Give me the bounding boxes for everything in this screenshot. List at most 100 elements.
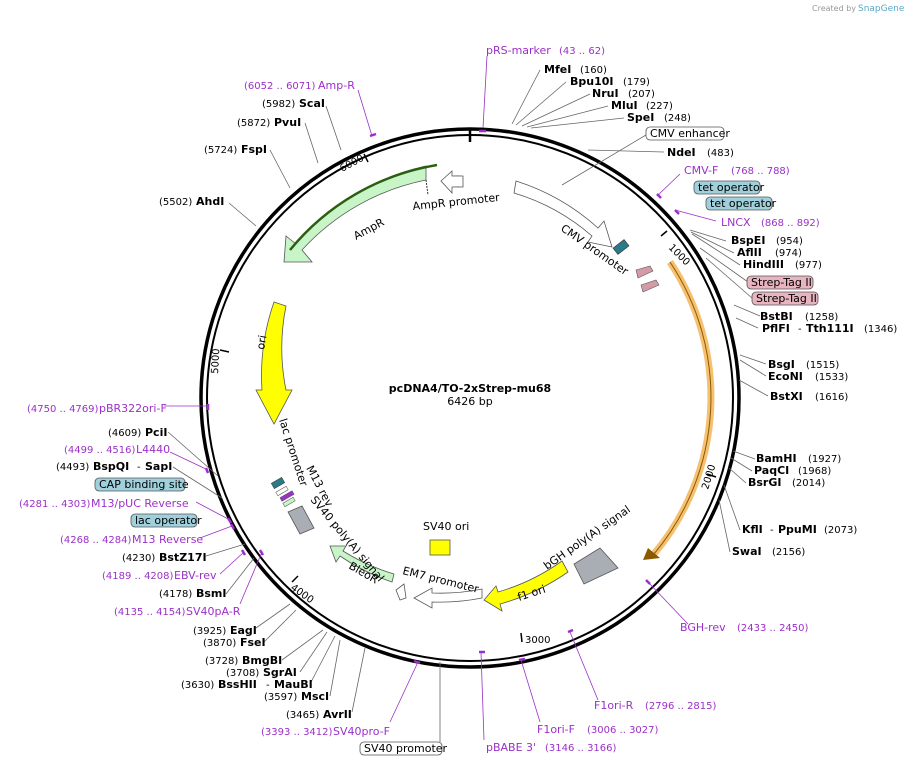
box-cap-binding-site[interactable]: CAP binding site: [94, 477, 189, 492]
box-lac-operator[interactable]: lac operator: [130, 513, 202, 528]
tick-mark-4000: [291, 575, 299, 583]
site-bspqi[interactable]: BspQI: [93, 460, 129, 473]
site-bmgbi[interactable]: BmgBI: [242, 654, 282, 667]
site-bspei[interactable]: BspEI: [731, 234, 765, 247]
site-fspi[interactable]: FspI: [241, 143, 267, 156]
site-hindiii[interactable]: HindIII: [743, 258, 784, 271]
primer-prs-marker[interactable]: pRS-marker: [486, 44, 551, 57]
primer-m13-reverse[interactable]: M13 Reverse: [132, 533, 203, 546]
primer-f1ori-f[interactable]: F1ori-F: [537, 723, 575, 736]
site-pvui[interactable]: PvuI: [274, 116, 301, 129]
cap-site-block[interactable]: [282, 496, 296, 508]
primer-sv40pro-f[interactable]: SV40pro-F: [333, 725, 390, 738]
site-paqci[interactable]: PaqCI: [754, 464, 789, 477]
site-econi[interactable]: EcoNI: [768, 370, 803, 383]
site-avrii[interactable]: AvrII: [323, 708, 352, 721]
site-ndei[interactable]: NdeI: [667, 146, 696, 159]
site-pflfi-sep: -: [798, 324, 802, 335]
site-ahdi[interactable]: AhdI: [196, 195, 224, 208]
site-sgrai[interactable]: SgrAI: [263, 666, 297, 679]
site-econi-pos: (1533): [815, 372, 848, 383]
strep-tag-arrow-1[interactable]: [635, 265, 654, 279]
strep-tag-arrow-2[interactable]: [640, 279, 660, 293]
primer-cmv-f-pos: (768 .. 788): [731, 166, 790, 177]
site-bstz17i[interactable]: BstZ17I: [159, 551, 207, 564]
orf-highlight[interactable]: [651, 260, 715, 557]
box-tet-operator-1[interactable]: tet operator: [693, 180, 765, 195]
site-bsgi[interactable]: BsgI: [768, 358, 795, 371]
site-sapi[interactable]: SapI: [145, 460, 172, 473]
primer-pbabe3[interactable]: pBABE 3': [486, 741, 536, 754]
site-bsrgi[interactable]: BsrGI: [748, 476, 781, 489]
primer-sv40pa-r[interactable]: SV40pA-R: [186, 605, 241, 618]
site-bstz17i-pos: (4230): [122, 553, 155, 564]
sv40-polya-block[interactable]: [287, 505, 315, 535]
primer-ebv-rev[interactable]: EBV-rev: [174, 569, 217, 582]
primer-sv40pro-f-pos: (3393 .. 3412): [261, 727, 333, 738]
primer-ebv-rev-pos: (4189 .. 4208): [102, 571, 174, 582]
ampr-promoter-label: AmpR promoter: [412, 191, 501, 213]
site-bsshii[interactable]: BssHII: [218, 678, 257, 691]
site-tth111i[interactable]: Tth111I: [806, 322, 854, 335]
site-scai[interactable]: ScaI: [299, 97, 325, 110]
ori-arrow[interactable]: [255, 301, 293, 425]
site-maubi[interactable]: MauBI: [274, 678, 313, 691]
site-kfli[interactable]: KflI: [742, 523, 763, 536]
site-mlui[interactable]: MluI: [611, 99, 638, 112]
primer-l4440[interactable]: L4440: [136, 443, 170, 456]
primer-m13puc-reverse[interactable]: M13/pUC Reverse: [91, 497, 189, 510]
box-cmv-enhancer[interactable]: CMV enhancer: [645, 126, 730, 141]
site-bamhi[interactable]: BamHI: [756, 452, 797, 465]
site-mlui-pos: (227): [646, 101, 673, 112]
site-aflii[interactable]: AflII: [737, 246, 762, 259]
lac-promoter-block[interactable]: [275, 485, 289, 497]
f1-ori-arrow[interactable]: [483, 560, 569, 612]
site-pcii[interactable]: PciI: [145, 426, 167, 439]
site-swai[interactable]: SwaI: [732, 545, 762, 558]
ampr-promoter-arrow[interactable]: [440, 170, 464, 195]
primer-pbr322ori-f[interactable]: pBR322ori-F: [99, 402, 167, 415]
site-spei[interactable]: SpeI: [627, 111, 654, 124]
tet-operator-block[interactable]: [612, 239, 630, 255]
box-strep-tag-2[interactable]: Strep-Tag II: [751, 291, 819, 306]
primer-amp-r[interactable]: Amp-R: [318, 79, 355, 92]
sv40-ori-label: SV40 ori: [423, 520, 469, 533]
small-promoter-arrow[interactable]: [395, 583, 407, 601]
tick-label-3000: 3000: [525, 635, 550, 646]
site-msci[interactable]: MscI: [301, 690, 329, 703]
ampr-arrow[interactable]: [283, 165, 427, 263]
snapgene-logo: SnapGene: [858, 4, 905, 14]
primer-lncx[interactable]: LNCX: [721, 216, 751, 229]
site-bsmi-pos: (4178): [159, 589, 192, 600]
site-bpu10i[interactable]: Bpu10I: [570, 75, 614, 88]
site-eagi[interactable]: EagI: [230, 624, 257, 637]
site-bsshii-pos: (3630): [181, 680, 214, 691]
orf-arrowhead: [643, 548, 660, 560]
site-scai-pos: (5982): [262, 99, 295, 110]
site-pcii-pos: (4609): [108, 428, 141, 439]
site-bsmi[interactable]: BsmI: [196, 587, 227, 600]
sv40-ori-block[interactable]: [429, 539, 451, 556]
em7-promoter-arrow[interactable]: [413, 587, 483, 609]
box-tet-operator-2[interactable]: tet operator: [705, 196, 777, 211]
site-pflfi[interactable]: PflFI: [762, 322, 790, 335]
cmv-promoter-arrow[interactable]: [513, 180, 613, 248]
site-bpu10i-pos: (179): [623, 77, 650, 88]
primer-cmv-f[interactable]: CMV-F: [684, 164, 718, 177]
m13-rev-block[interactable]: [279, 490, 295, 502]
site-bstxi[interactable]: BstXI: [770, 390, 803, 403]
box-sv40-promoter[interactable]: SV40 promoter: [359, 741, 448, 756]
lac-operator-block[interactable]: [270, 477, 286, 489]
primer-f1ori-r[interactable]: F1ori-R: [594, 699, 634, 712]
site-fsei[interactable]: FseI: [240, 636, 266, 649]
box-strep-tag-1[interactable]: Strep-Tag II: [746, 275, 814, 290]
primer-bgh-rev[interactable]: BGH-rev: [680, 621, 726, 634]
bgh-polya-block[interactable]: [573, 547, 619, 585]
primer-amp-r-pos: (6052 .. 6071): [244, 81, 316, 92]
bleor-arrow[interactable]: [329, 545, 395, 583]
site-bstbi[interactable]: BstBI: [760, 310, 793, 323]
site-ppumi[interactable]: PpuMI: [778, 523, 817, 536]
site-nrui[interactable]: NruI: [592, 87, 619, 100]
site-mfei[interactable]: MfeI: [544, 63, 571, 76]
